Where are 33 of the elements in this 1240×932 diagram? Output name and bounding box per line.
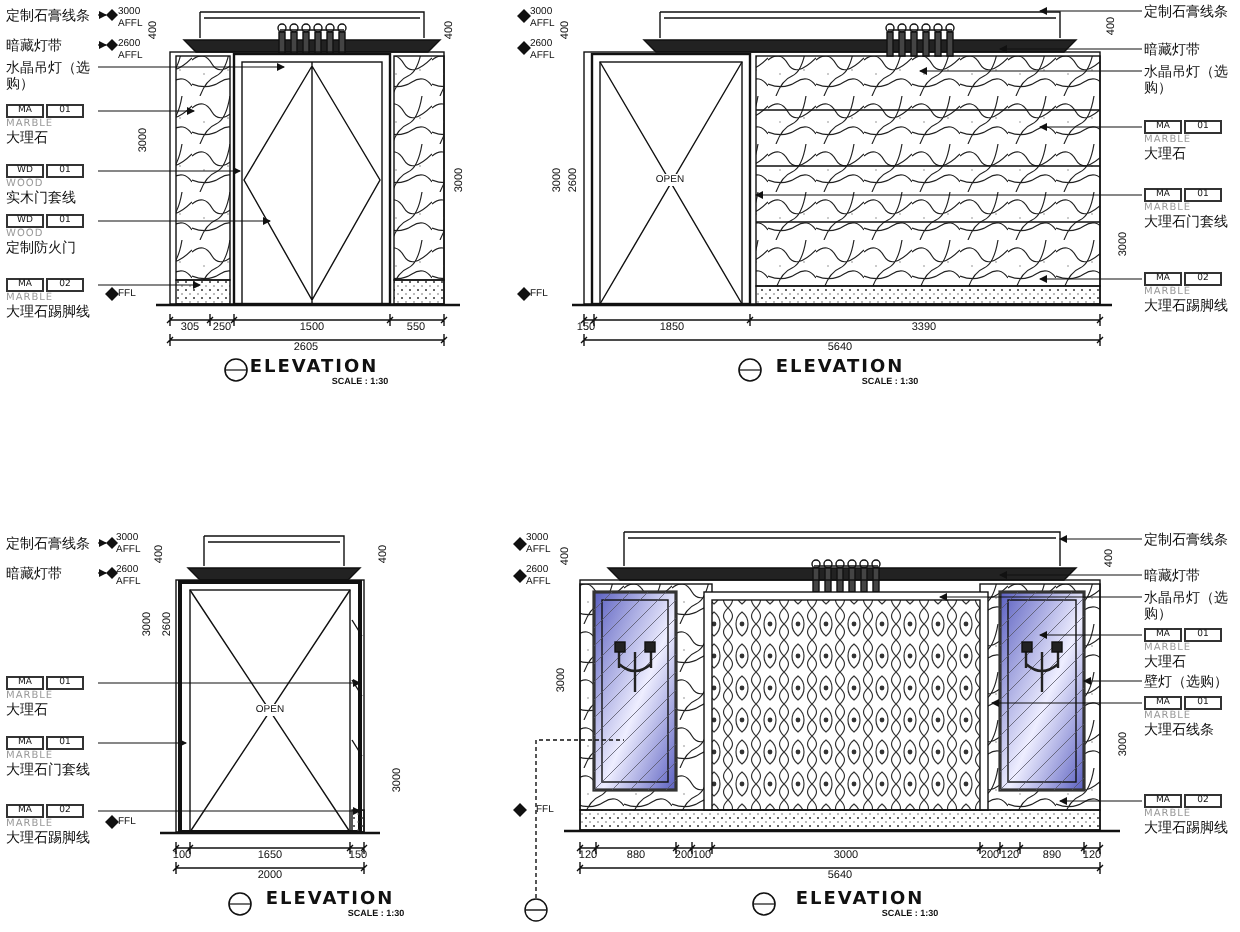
leader-line [991, 699, 1143, 707]
leader-line [97, 63, 285, 71]
leader-line [97, 167, 241, 175]
leader-line [97, 107, 195, 115]
leader-line [1039, 7, 1143, 15]
leader-line [97, 739, 187, 747]
leader-line [97, 217, 271, 225]
leader-line [97, 11, 107, 19]
level-mark-icon [106, 39, 118, 51]
leader-line [1039, 123, 1143, 131]
drawing-title: ELEVATION [249, 362, 379, 374]
leader-line [97, 41, 107, 49]
leader-line [1039, 275, 1143, 283]
leader-line [1059, 535, 1143, 543]
leader-line [97, 807, 361, 815]
leader-line [939, 593, 1143, 601]
level-mark-icon [106, 537, 118, 549]
leader-line [755, 191, 1143, 199]
drawing-title: ELEVATION [795, 894, 925, 906]
level-mark-icon [106, 9, 118, 21]
drawing-title: ELEVATION [265, 894, 395, 906]
leader-line [999, 45, 1143, 53]
leader-line [97, 569, 107, 577]
leader-line [919, 67, 1143, 75]
leader-line [999, 571, 1143, 579]
level-mark-icon [106, 567, 118, 579]
leader-line [97, 679, 361, 687]
leader-line [97, 539, 107, 547]
drawing-title: ELEVATION [775, 362, 905, 374]
leader-line [1083, 677, 1143, 685]
leader-line [97, 281, 201, 289]
leader-line [1039, 631, 1143, 639]
leader-line [1059, 797, 1143, 805]
